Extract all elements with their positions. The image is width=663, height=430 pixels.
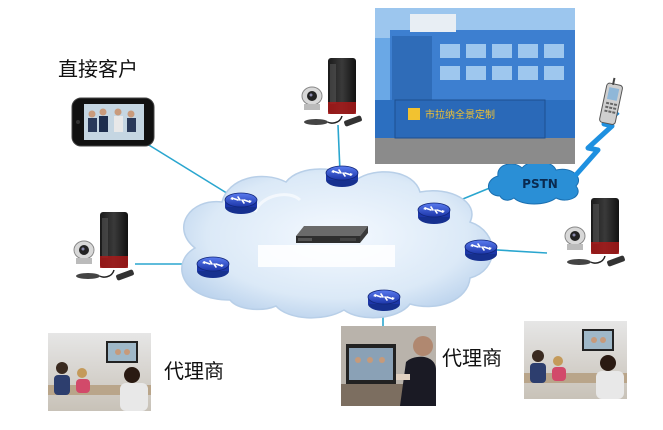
conference-room-photo	[341, 326, 436, 406]
router-icon	[224, 192, 258, 215]
agent-label-left: 代理商	[164, 359, 224, 383]
pstn-cloud: PSTN	[488, 161, 579, 205]
router-icon	[464, 239, 498, 262]
conference-room-photo	[48, 333, 151, 411]
direct-customer-label: 直接客户	[58, 57, 138, 81]
conference-room-photo	[524, 321, 627, 399]
rack-server-icon	[296, 226, 368, 243]
agent-label-right: 代理商	[442, 346, 502, 370]
router-icon	[417, 202, 451, 225]
router-icon	[196, 256, 230, 279]
router-icon	[367, 289, 401, 312]
router-icon	[325, 165, 359, 188]
headquarters-building-photo: 市拉纳全景定制	[375, 8, 575, 164]
network-cloud	[181, 168, 494, 319]
link-top-terminal	[337, 124, 341, 173]
video-conference-terminal-icon	[301, 57, 364, 128]
smartphone-video-call-icon	[71, 97, 155, 147]
video-conference-terminal-icon	[73, 211, 136, 282]
building-sign: 市拉纳全景定制	[425, 108, 495, 121]
link-direct-customer	[143, 141, 239, 201]
mobile-phone-icon	[599, 77, 623, 125]
video-conference-terminal-icon	[564, 197, 627, 268]
pstn-label: PSTN	[522, 177, 558, 191]
